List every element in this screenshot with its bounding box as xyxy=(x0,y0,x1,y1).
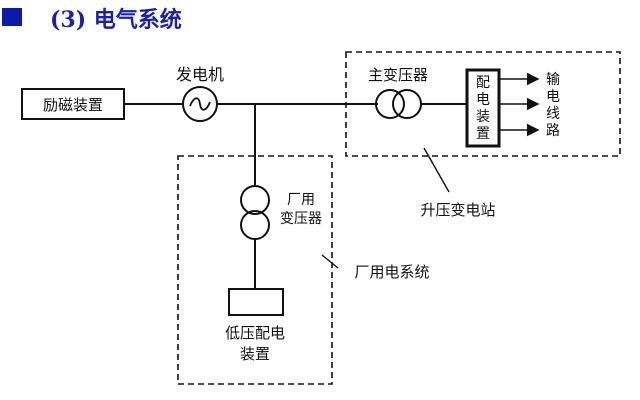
distribution-char-1: 配 xyxy=(476,75,490,91)
main-transformer-secondary-coil xyxy=(392,89,422,119)
substation-pointer-line xyxy=(423,147,450,193)
distribution-char-4: 置 xyxy=(476,126,490,142)
output-lines-char-4: 路 xyxy=(546,123,560,139)
generator-label: 发电机 xyxy=(176,65,224,84)
low-voltage-label-line-1: 低压配电 xyxy=(225,324,285,342)
aux-transformer-label-line-2: 变压器 xyxy=(280,211,322,227)
distribution-char-2: 电 xyxy=(476,92,490,108)
aux-transformer-label-line-1: 厂用 xyxy=(287,192,315,208)
title-bullet xyxy=(2,8,22,26)
auxiliary-dashed-region xyxy=(177,155,333,385)
excitation-box xyxy=(21,88,125,120)
output-lines-char-2: 电 xyxy=(546,89,560,105)
aux-system-pointer-line xyxy=(321,254,339,269)
low-voltage-box xyxy=(228,288,284,316)
distribution-char-3: 装 xyxy=(476,109,490,125)
output-lines-char-3: 线 xyxy=(546,106,560,122)
output-lines-char-1: 输 xyxy=(546,72,560,88)
aux-transformer-secondary-coil xyxy=(240,210,270,240)
main-transformer-primary-coil xyxy=(375,89,405,119)
ac-wave-icon xyxy=(189,97,211,111)
low-voltage-label-line-2: 装置 xyxy=(240,345,270,363)
excitation-label: 励磁装置 xyxy=(43,96,103,114)
main-transformer-label: 主变压器 xyxy=(368,66,428,84)
aux-transformer-primary-coil xyxy=(240,185,270,215)
page-title: (3) 电气系统 xyxy=(50,7,182,33)
substation-label: 升压变电站 xyxy=(420,201,495,219)
distribution-box xyxy=(465,68,501,148)
aux-system-label: 厂用电系统 xyxy=(354,263,429,281)
